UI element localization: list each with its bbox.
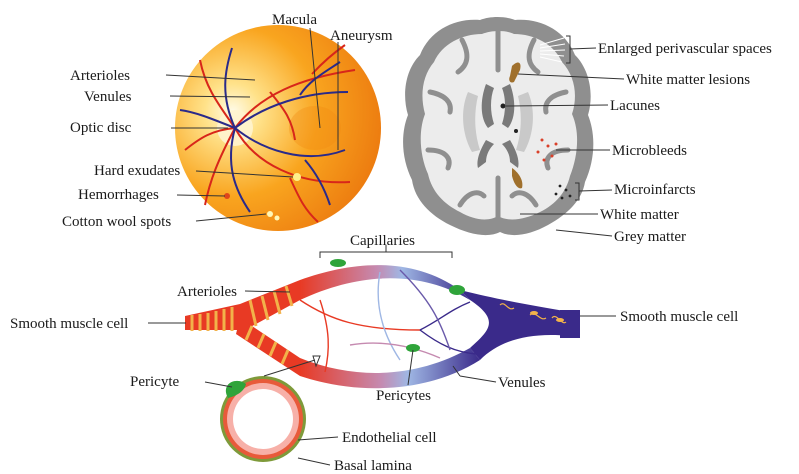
- label-white-matter-lesions: White matter lesions: [626, 72, 750, 88]
- label-white-matter: White matter: [600, 207, 679, 223]
- label-pericyte: Pericyte: [130, 374, 179, 390]
- label-arterioles-retina: Arterioles: [70, 68, 130, 84]
- label-smooth-muscle-cell-left: Smooth muscle cell: [10, 316, 128, 332]
- smooth-muscle-nucleus: [556, 318, 564, 322]
- label-basal-lamina: Basal lamina: [334, 458, 412, 474]
- capillary-upper: [300, 265, 470, 300]
- macula-shape: [289, 106, 341, 150]
- lumen: [233, 389, 293, 449]
- label-endothelial-cell: Endothelial cell: [342, 430, 437, 446]
- lacune-dot: [514, 129, 518, 133]
- vessel-cross-section: [220, 376, 306, 462]
- label-venules-vessel: Venules: [498, 375, 546, 391]
- label-lacunes: Lacunes: [610, 98, 660, 114]
- label-macula: Macula: [272, 12, 317, 28]
- label-pericytes: Pericytes: [376, 388, 431, 404]
- label-hemorrhages: Hemorrhages: [78, 187, 159, 203]
- pericyte-shape: [449, 285, 465, 295]
- label-arterioles-vessel: Arterioles: [177, 284, 237, 300]
- label-smooth-muscle-cell-right: Smooth muscle cell: [620, 309, 738, 325]
- label-optic-disc: Optic disc: [70, 120, 132, 136]
- cotton-wool-spot: [275, 216, 280, 221]
- label-microinfarcts: Microinfarcts: [614, 182, 696, 198]
- venule-trunk: [460, 290, 570, 360]
- lacune-dot: [501, 104, 506, 109]
- label-enlarged-perivascular-spaces: Enlarged perivascular spaces: [598, 41, 772, 57]
- label-cotton-wool-spots: Cotton wool spots: [62, 214, 171, 230]
- venule-trunk-end: [560, 310, 580, 338]
- label-hard-exudates: Hard exudates: [94, 163, 180, 179]
- pericyte-shape: [330, 259, 346, 267]
- label-microbleeds: Microbleeds: [612, 143, 687, 159]
- hard-exudate: [293, 173, 301, 181]
- brain-axial-slice: [403, 17, 593, 235]
- capillary-lower: [300, 348, 480, 388]
- label-capillaries: Capillaries: [350, 233, 415, 249]
- label-venules-retina: Venules: [84, 89, 132, 105]
- label-grey-matter: Grey matter: [614, 229, 686, 245]
- cotton-wool-spot: [267, 211, 273, 217]
- smooth-muscle-nucleus: [530, 311, 538, 315]
- label-aneurysm: Aneurysm: [330, 28, 393, 44]
